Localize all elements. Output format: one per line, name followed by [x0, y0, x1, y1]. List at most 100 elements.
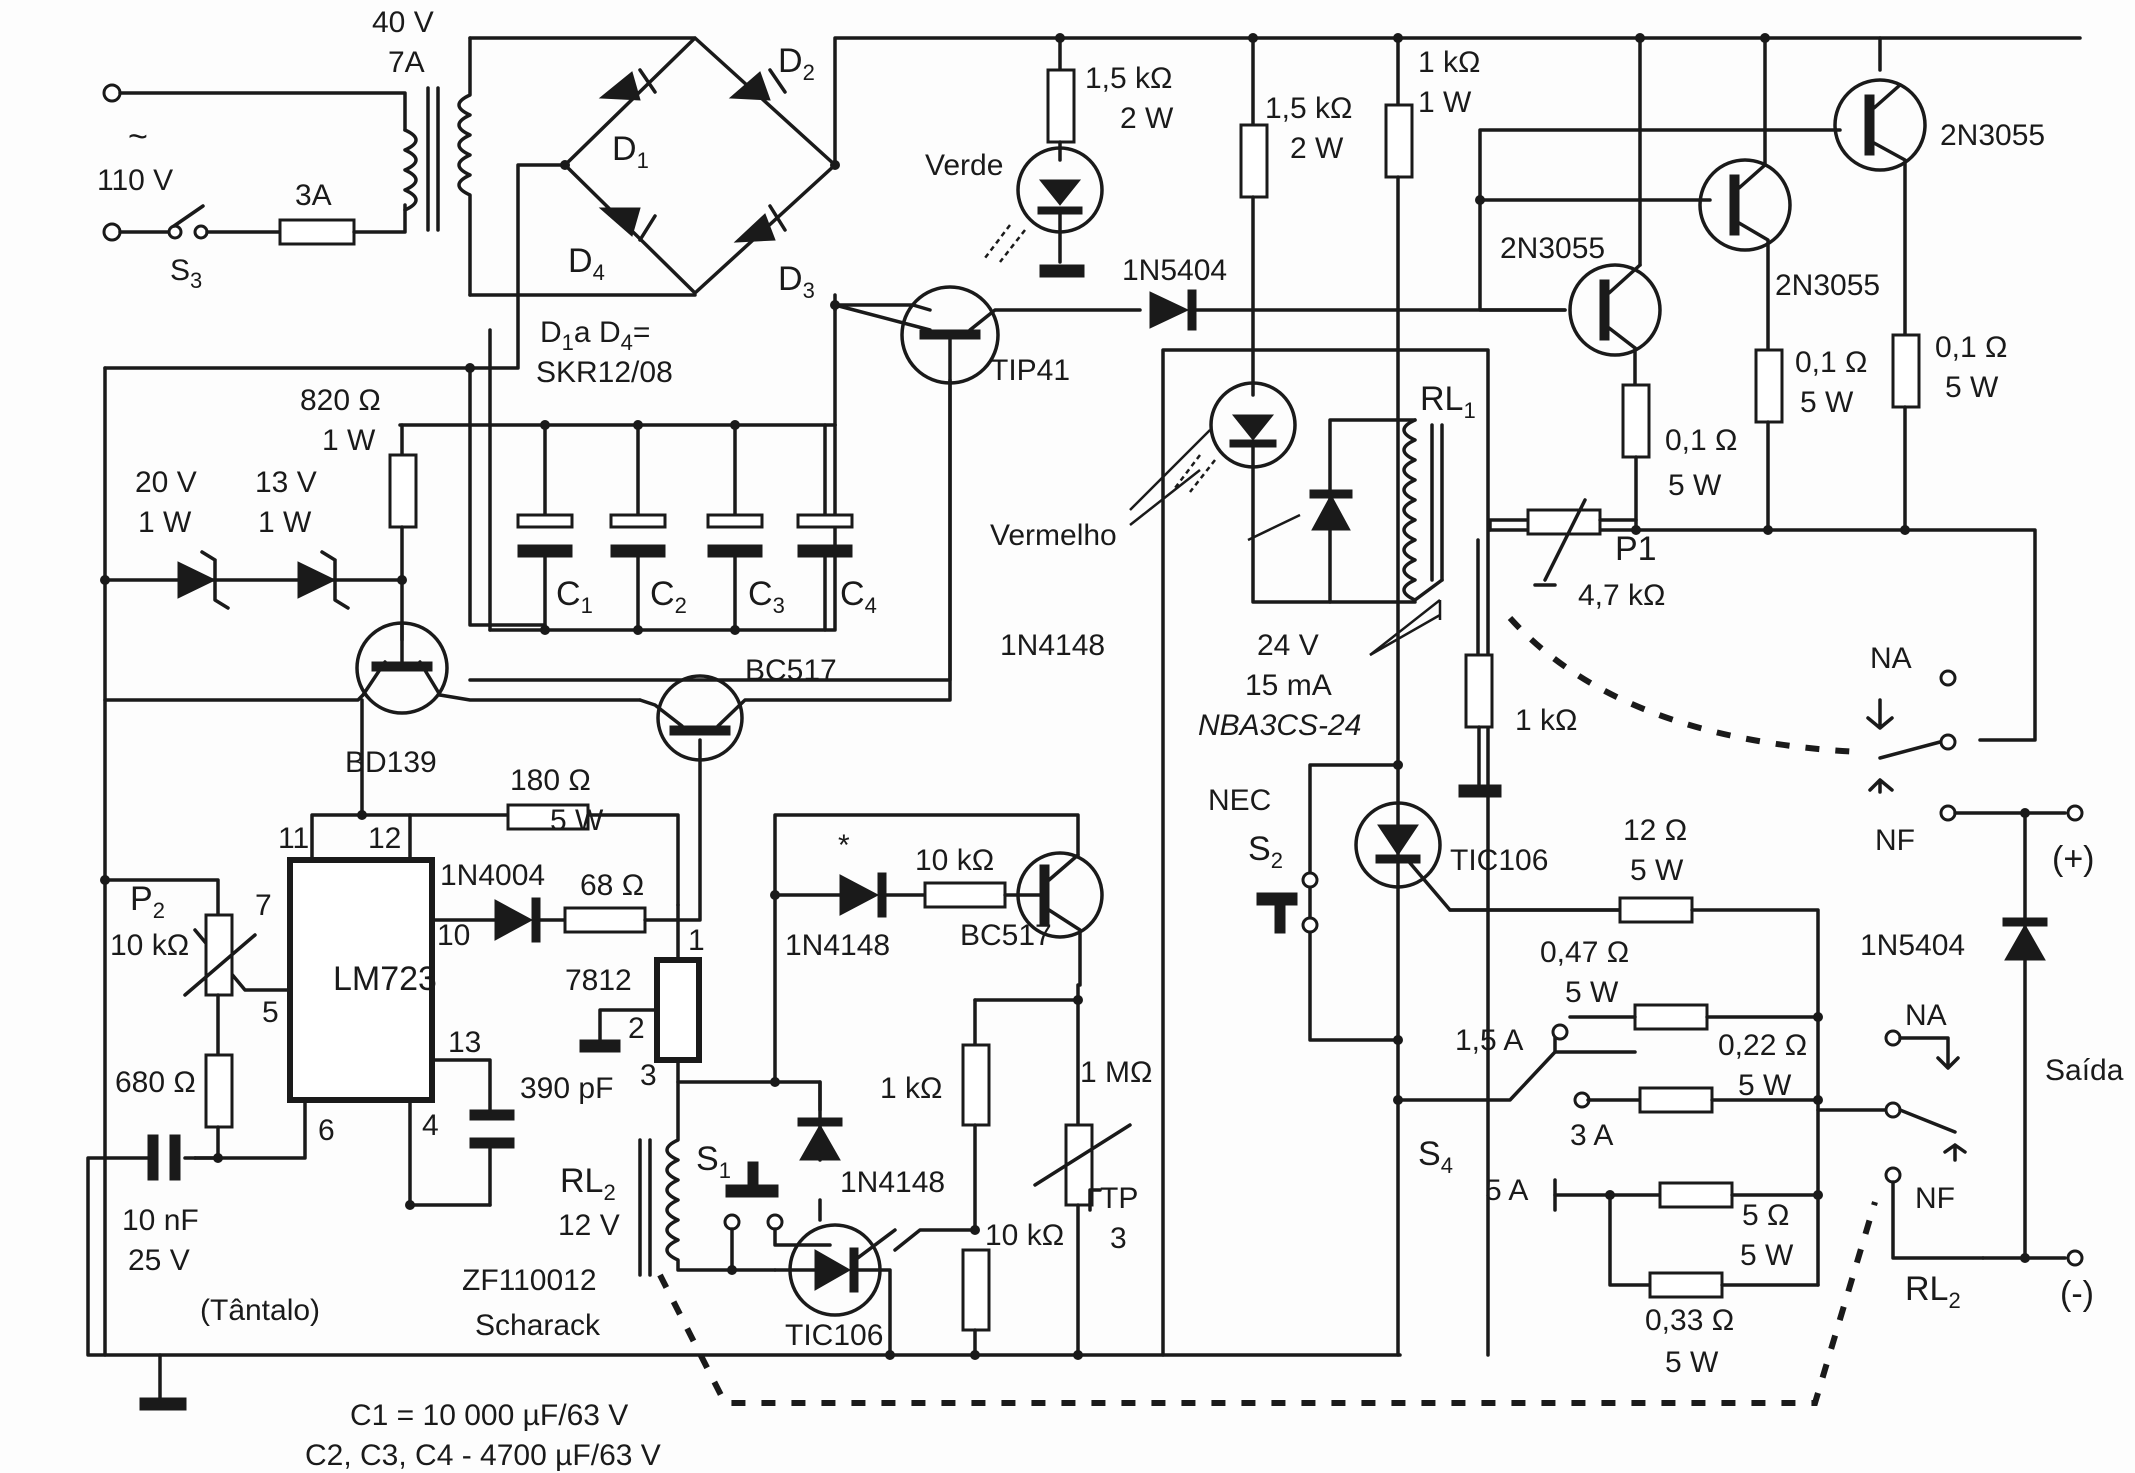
- p1-label: P1: [1615, 530, 1657, 568]
- scr-b-label: TIC106: [785, 1319, 883, 1352]
- r12-power: 5 W: [1630, 854, 1684, 887]
- rl1-na-label: NA: [1870, 642, 1912, 675]
- osc-r1k-label: 1 kΩ: [880, 1072, 942, 1105]
- r047-value: 0,47 Ω: [1540, 936, 1629, 969]
- q-b-label: 2N3055: [1775, 269, 1880, 302]
- transistor-bc517-a: [638, 378, 952, 762]
- rl2-nf-label: NF: [1915, 1182, 1955, 1215]
- capacitor-10nf: [86, 1134, 197, 1411]
- bd139-label: BD139: [345, 746, 437, 779]
- reg-pin2: 2: [628, 1012, 645, 1045]
- c3-label: C3: [748, 575, 785, 618]
- pin12-label: 12: [368, 822, 401, 855]
- green-led-branch: [984, 36, 1104, 278]
- fuse-label: 3A: [295, 179, 332, 212]
- rl1-current: 15 mA: [1245, 669, 1332, 702]
- s4-pos2: 3 A: [1570, 1119, 1613, 1152]
- rl2-maker: Scharack: [475, 1309, 601, 1342]
- transistor-2n3055-b: [1698, 158, 1792, 532]
- tip41-label: TIP41: [990, 354, 1070, 387]
- osc-diode-star: *: [838, 829, 850, 862]
- pin10-label: 10: [437, 919, 470, 952]
- pin13-label: 13: [448, 1026, 481, 1059]
- r12-value: 12 Ω: [1623, 814, 1687, 847]
- c10n-volt: 25 V: [128, 1244, 190, 1277]
- r-relay-1k-label: 1 kΩ: [1515, 704, 1577, 737]
- zener1-voltage: 20 V: [135, 466, 197, 499]
- reg7812-label: 7812: [565, 964, 632, 997]
- r1k-value: 1 kΩ: [1418, 46, 1480, 79]
- r5-value: 5 Ω: [1742, 1199, 1789, 1232]
- output-minus-label: (-): [2060, 1275, 2094, 1313]
- transformer-primary: [403, 128, 418, 212]
- relay-rl2: [638, 1080, 777, 1277]
- current-range-switch: [1396, 896, 1820, 1299]
- pot-p2: [103, 878, 257, 1160]
- bc517a-label: BC517: [745, 654, 837, 687]
- transformer-voltage-label: 40 V: [372, 6, 434, 39]
- re3-value: 0,1 Ω: [1935, 331, 2007, 364]
- rl2-mechanical-link: [657, 1201, 1878, 1406]
- d2-label: D2: [778, 42, 815, 85]
- switch-s3-label: S3: [170, 254, 202, 293]
- r-green-value: 1,5 kΩ: [1085, 62, 1172, 95]
- timer-section: [773, 813, 1132, 1357]
- bridge-rectifier: [468, 36, 2082, 370]
- thyristor-tic106-b: [773, 1223, 897, 1357]
- re3-power: 5 W: [1945, 371, 1999, 404]
- capacitor-c3: [706, 423, 764, 632]
- r-red-power: 2 W: [1290, 132, 1344, 165]
- s4-pos1: 1,5 A: [1455, 1024, 1523, 1057]
- re1-power: 5 W: [1668, 469, 1722, 502]
- reg-pin3: 3: [640, 1059, 657, 1092]
- switch-s1: [723, 1161, 832, 1272]
- switch-s3: [172, 204, 205, 228]
- osc-r10k-b-label: 10 kΩ: [985, 1219, 1064, 1252]
- mains-terminal-bottom: [102, 222, 122, 242]
- rl2-na-label: NA: [1905, 999, 1947, 1032]
- green-led-label: Verde: [925, 149, 1003, 182]
- pot-p1: [1458, 498, 1638, 798]
- s4-pos3: 5 A: [1485, 1174, 1528, 1207]
- r820-power: 1 W: [322, 424, 376, 457]
- red-led-branch: [1174, 36, 1332, 604]
- rl1-contacts: [1866, 669, 2084, 1267]
- transistor-bd139: [103, 621, 642, 817]
- rl1-voltage: 24 V: [1257, 629, 1319, 662]
- tp-number: 3: [1110, 1222, 1127, 1255]
- mains-terminal-top: [102, 83, 122, 103]
- re2-value: 0,1 Ω: [1795, 346, 1867, 379]
- zener-string: [103, 550, 404, 610]
- osc-diode-label: 1N4148: [785, 929, 890, 962]
- q-a-label: 2N3055: [1500, 232, 1605, 265]
- re2-power: 5 W: [1800, 386, 1854, 419]
- d1-label: D1: [612, 130, 649, 173]
- rl2-out-label: RL2: [1905, 1270, 1961, 1313]
- rl2-label: RL2: [560, 1162, 616, 1205]
- s2-label: S2: [1248, 830, 1283, 873]
- junction-dots: [100, 33, 2030, 1360]
- r180-value: 180 Ω: [510, 764, 591, 797]
- scr-a-label: TIC106: [1450, 844, 1548, 877]
- r033-power: 5 W: [1665, 1346, 1719, 1379]
- r-green-power: 2 W: [1120, 102, 1174, 135]
- bridge-note: D1a D4=: [540, 316, 650, 355]
- p2-value: 10 kΩ: [110, 929, 189, 962]
- resistor-820: [388, 423, 418, 642]
- p2-label: P2: [130, 880, 165, 923]
- relay-rl1: [1161, 348, 1490, 1357]
- p1-value: 4,7 kΩ: [1578, 579, 1665, 612]
- r022-value: 0,22 Ω: [1718, 1029, 1807, 1062]
- rl1-nf-label: NF: [1875, 824, 1915, 857]
- r820-value: 820 Ω: [300, 384, 381, 417]
- zener1-power: 1 W: [138, 506, 192, 539]
- output-diode-label: 1N5404: [1860, 929, 1965, 962]
- zener2-voltage: 13 V: [255, 466, 317, 499]
- r047-power: 5 W: [1565, 976, 1619, 1009]
- r680-label: 680 Ω: [115, 1066, 196, 1099]
- c1-label: C1: [556, 575, 593, 618]
- q-c-label: 2N3055: [1940, 119, 2045, 152]
- r5-power: 5 W: [1740, 1239, 1794, 1272]
- r1k-power: 1 W: [1418, 86, 1472, 119]
